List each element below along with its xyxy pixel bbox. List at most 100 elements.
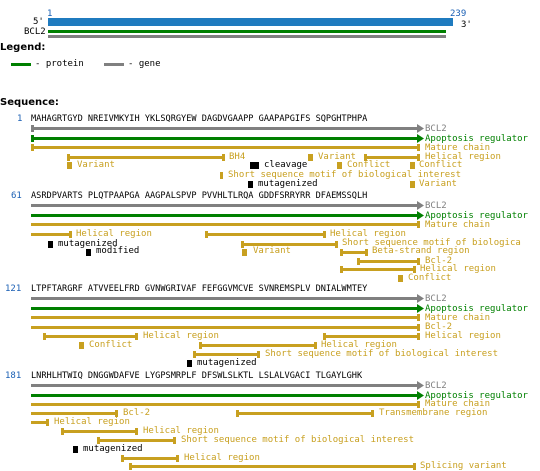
block2-mature-chain-end <box>417 221 420 228</box>
block3-helical2-label: Helical region <box>143 331 219 341</box>
block3-helical-bar[interactable] <box>323 335 417 338</box>
block2-mature-chain-label: Mature chain <box>425 220 491 230</box>
block2-helical2-bar[interactable] <box>205 233 323 236</box>
block1-sequence: MAHAGRTGYD NREIVMKYIH YKLSQRGYEW DAGDVGA… <box>31 114 368 124</box>
block4-tm-label: Transmembrane region <box>379 408 488 418</box>
block1-mutagenized-marker[interactable] <box>248 181 253 188</box>
block2-mutagenized-marker[interactable] <box>48 241 53 248</box>
block3-helical-label: Helical region <box>425 331 501 341</box>
block3-helical2-bar[interactable] <box>43 335 135 338</box>
legend-protein-swatch <box>11 63 31 66</box>
overview-protein-line[interactable] <box>48 30 446 33</box>
block1-variant2-marker[interactable] <box>67 162 72 169</box>
block4-splicing-bar[interactable] <box>129 465 413 468</box>
block2-variant-marker[interactable] <box>242 249 247 256</box>
block4-helical2-end <box>135 428 138 435</box>
block1-variant-marker[interactable] <box>308 154 313 161</box>
block4-protein-track[interactable] <box>31 391 424 400</box>
block4-tm-bar[interactable] <box>236 412 371 415</box>
block4-motif-bar[interactable] <box>97 439 173 442</box>
overview-gene-line[interactable] <box>48 35 446 38</box>
block1-mutagenized-label: mutagenized <box>258 179 318 189</box>
block4-helical-bar[interactable] <box>31 421 46 424</box>
block3-motif-bar[interactable] <box>193 353 257 356</box>
block3-conflict-marker[interactable] <box>79 342 84 349</box>
block4-sequence: LNRHLHTWIQ DNGGWDAFVE LYGPSMRPLF DFSWLSL… <box>31 371 363 381</box>
block3-mature-chain-label: Mature chain <box>425 313 491 323</box>
block3-helical3-end <box>314 342 317 349</box>
block2-helical2-end <box>323 231 326 238</box>
block1-mature-chain-bar[interactable] <box>31 146 417 149</box>
block4-bcl2-bar[interactable] <box>31 412 115 415</box>
block1-helical-bar[interactable] <box>364 156 417 159</box>
block3-bcl2-end <box>417 324 420 331</box>
block4-helical2-bar[interactable] <box>61 430 135 433</box>
block2-beta-bar[interactable] <box>340 251 365 254</box>
block4-helical3-bar[interactable] <box>121 457 176 460</box>
block1-mature-chain-start <box>31 144 34 151</box>
legend-title: Legend: <box>0 42 46 53</box>
block1-position-number: 1 <box>17 114 23 124</box>
block2-modified-label: modified <box>96 246 140 256</box>
block1-variant3-marker[interactable] <box>410 181 415 188</box>
block1-motif-start <box>220 172 223 179</box>
block2-helical-bar[interactable] <box>31 233 69 236</box>
block2-helical3-label: Helical region <box>420 264 496 274</box>
block1-conflict2-marker[interactable] <box>410 162 415 169</box>
block2-motif-bar[interactable] <box>241 243 335 246</box>
block4-mature-chain-bar[interactable] <box>31 403 417 406</box>
block4-mutagenized-marker[interactable] <box>73 446 78 453</box>
block2-modified-marker[interactable] <box>86 249 91 256</box>
block1-conflict2-label: Conflict <box>419 160 463 170</box>
block3-helical3-bar[interactable] <box>199 344 314 347</box>
block2-mature-chain-bar[interactable] <box>31 223 417 226</box>
overview-end-number: 239 <box>450 9 467 19</box>
block3-protein-track[interactable] <box>31 304 424 313</box>
block3-mature-chain-bar[interactable] <box>31 316 417 319</box>
block1-variant-label: Variant <box>318 152 356 162</box>
block1-bh4-bar[interactable] <box>67 156 222 159</box>
block2-gene-label: BCL2 <box>425 201 447 211</box>
block1-variant3-label: Variant <box>419 179 457 189</box>
block2-protein-track[interactable] <box>31 211 424 220</box>
block2-helical-end <box>69 231 72 238</box>
block2-beta-end <box>365 249 368 256</box>
block1-cleavage-label: cleavage <box>264 160 308 170</box>
three-prime-label: 3' <box>461 20 472 30</box>
block3-motif-end <box>257 351 260 358</box>
overview-start-number: 1 <box>47 9 53 19</box>
block4-gene-track[interactable] <box>31 381 424 390</box>
block4-gene-label: BCL2 <box>425 381 447 391</box>
block1-protein-track[interactable] <box>31 134 424 143</box>
block1-bh4-end <box>222 154 225 161</box>
block1-gene-track[interactable] <box>31 124 424 133</box>
block1-gene-label: BCL2 <box>425 124 447 134</box>
block1-cleavage-marker[interactable] <box>250 162 259 169</box>
block3-mature-chain-end <box>417 314 420 321</box>
block2-conflict-marker[interactable] <box>398 275 403 282</box>
block3-conflict-label: Conflict <box>89 340 133 350</box>
block2-helical2-label: Helical region <box>330 229 406 239</box>
block3-mutagenized-label: mutagenized <box>197 358 257 368</box>
block1-mature-chain-end <box>417 144 420 151</box>
block4-helical3-end <box>176 455 179 462</box>
block3-gene-track[interactable] <box>31 294 424 303</box>
legend-gene-label: - gene <box>128 59 161 69</box>
overview-sequence-bar[interactable] <box>48 18 453 26</box>
block2-helical3-bar[interactable] <box>340 268 413 271</box>
block1-protein-label: Apoptosis regulator <box>425 134 528 144</box>
block2-bcl2-bar[interactable] <box>357 260 417 263</box>
block4-splicing-label: Splicing variant <box>420 461 507 471</box>
block4-helical2-label: Helical region <box>143 426 219 436</box>
block3-motif-label: Short sequence motif of biological inter… <box>265 349 498 359</box>
block2-gene-track[interactable] <box>31 201 424 210</box>
block2-mutagenized-label: mutagenized <box>58 239 118 249</box>
block3-gene-label: BCL2 <box>425 294 447 304</box>
block1-conflict-marker[interactable] <box>337 162 342 169</box>
block3-bcl2-bar[interactable] <box>31 326 417 329</box>
block3-mutagenized-marker[interactable] <box>187 360 192 367</box>
block4-mature-chain-label: Mature chain <box>425 399 491 409</box>
block3-position-number: 121 <box>5 284 22 294</box>
block1-helical-label: Helical region <box>425 152 501 162</box>
